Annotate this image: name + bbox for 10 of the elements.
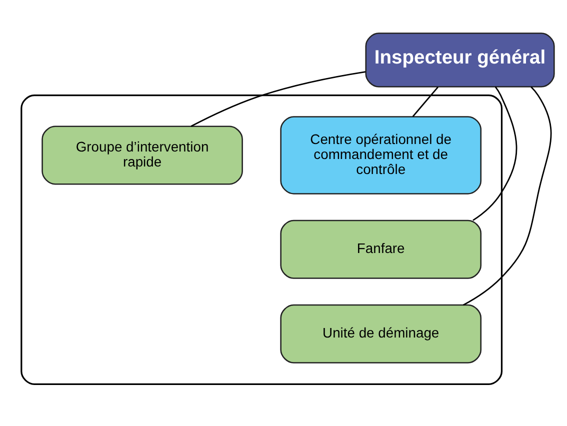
connector [463,86,552,306]
node-box: Centre opérationnel de commandement et de contrôle [280,116,482,194]
connector [472,86,518,221]
connector [412,86,438,117]
connector [190,71,366,127]
cluster [20,94,503,385]
node-box: Fanfare [280,220,482,279]
node-box: Unité de déminage [280,304,482,364]
node-box: Groupe d’intervention rapide [42,126,243,185]
node-box: Inspecteur général [365,32,555,88]
